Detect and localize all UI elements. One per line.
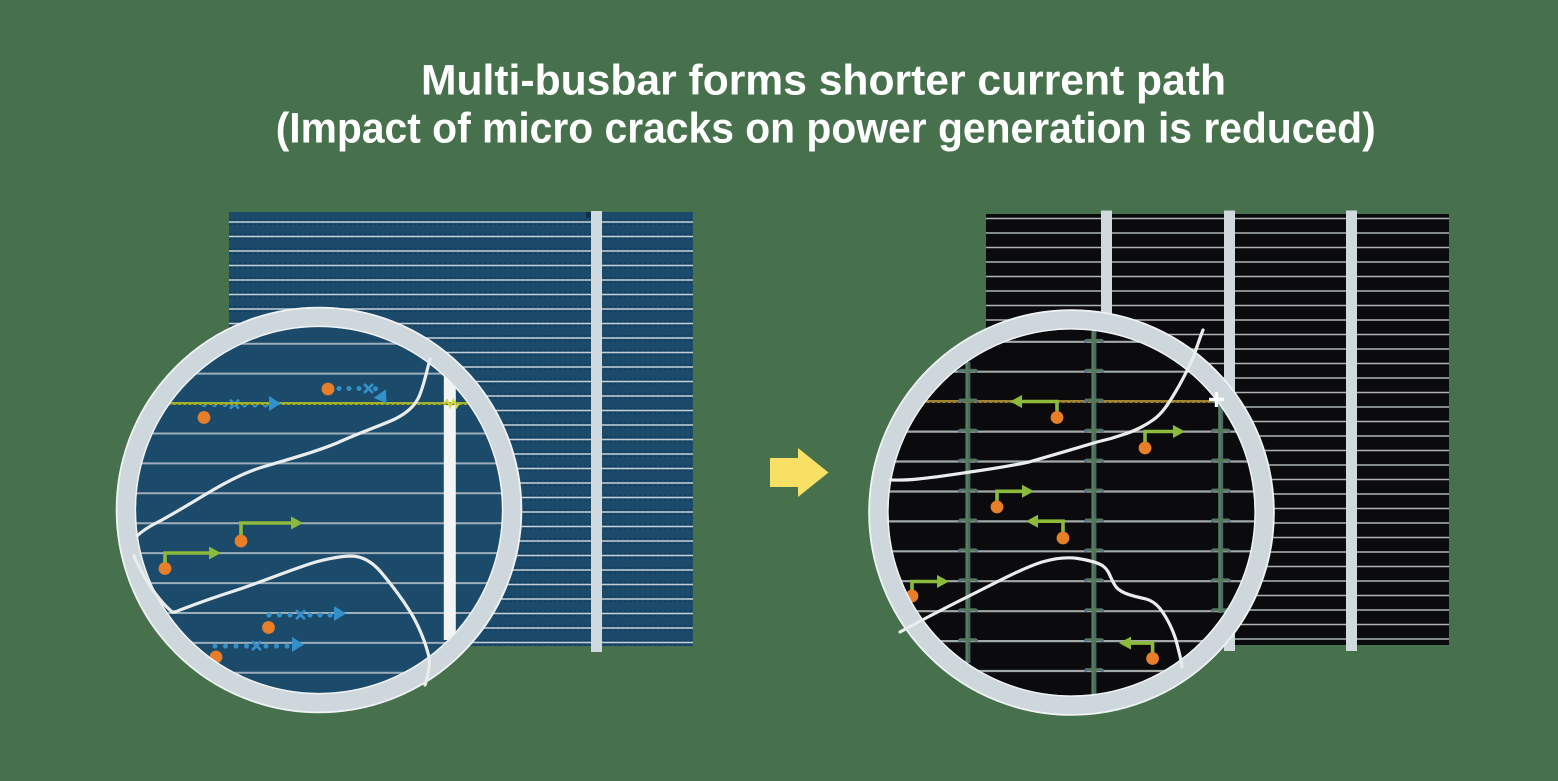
svg-text:Multi-busbar forms shorter cur: Multi-busbar forms shorter current path (421, 57, 1226, 105)
svg-text:(Impact of micro cracks on pow: (Impact of micro cracks on power generat… (276, 105, 1376, 153)
